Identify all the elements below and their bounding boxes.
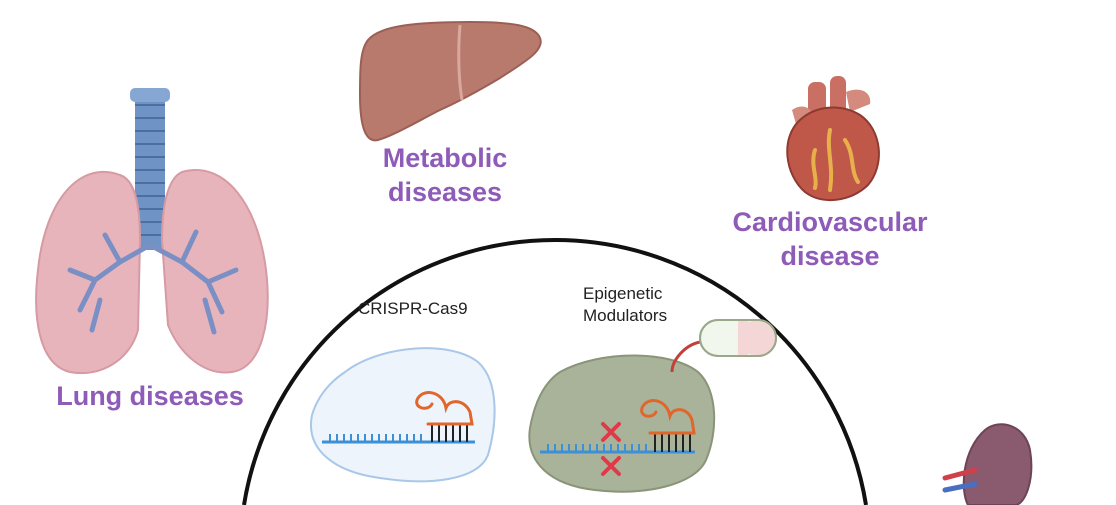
metabolic-diseases-label: Metabolic diseases: [360, 142, 530, 210]
crispr-cas9-icon: [309, 347, 496, 483]
kidney-icon: [942, 423, 1033, 505]
epigenetic-modulator-icon: [528, 319, 777, 493]
metabolic-label-line2: diseases: [387, 176, 503, 207]
liver-icon: [358, 20, 542, 142]
therapy-circle: [242, 238, 868, 505]
metabolic-label-line1: Metabolic: [382, 143, 508, 173]
crispr-cas9-label: CRISPR-Cas9: [358, 299, 468, 318]
epigenetic-modulators-label: Epigenetic Modulators: [583, 283, 713, 327]
lung-diseases-label: Lung diseases: [56, 381, 244, 411]
epigenetic-label-line2: Modulators: [583, 306, 668, 326]
cardio-label-line1: Cardiovascular: [732, 207, 928, 237]
epigenetic-label-line1: Epigenetic: [583, 284, 663, 303]
cardiovascular-disease-label: Cardiovascular disease: [710, 206, 950, 274]
heart-icon: [786, 76, 880, 202]
cardio-label-line2: disease: [780, 240, 880, 271]
lungs-icon: [35, 88, 269, 375]
